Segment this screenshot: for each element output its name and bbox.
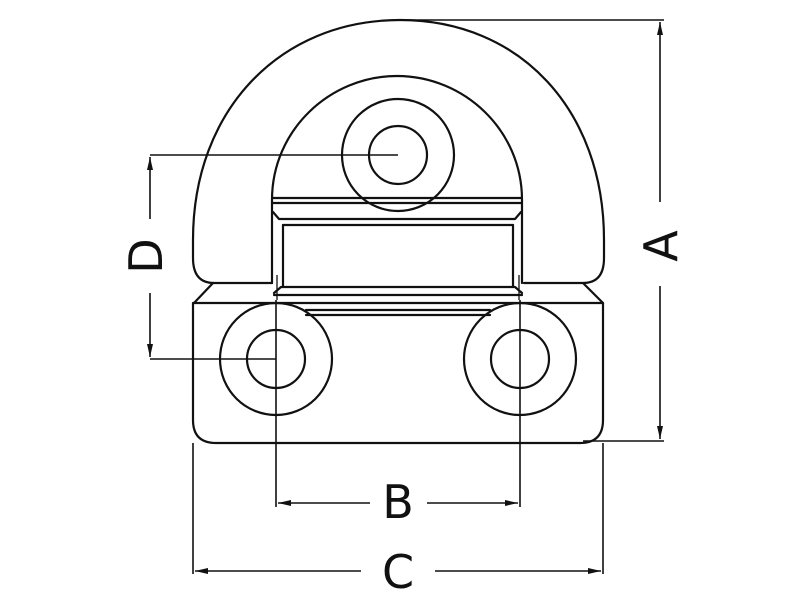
left-chamfer xyxy=(192,281,215,305)
hinge-bar-upper-bevel xyxy=(271,210,523,221)
dimension-b-arrow-left xyxy=(278,500,291,506)
dimension-c-label: C xyxy=(382,545,414,599)
dimension-c-arrow-left xyxy=(195,568,208,574)
dimension-c-arrow-right xyxy=(588,568,601,574)
outer-ring-loop xyxy=(191,18,606,285)
base-plate xyxy=(191,301,605,445)
dimension-d-label: D xyxy=(119,238,173,273)
right-chamfer xyxy=(581,281,605,305)
dimension-a-arrow-top xyxy=(657,22,663,35)
dimension-b-arrow-right xyxy=(505,500,518,506)
dimension-d-arrow-bottom xyxy=(147,344,153,357)
dimension-d-arrow-top xyxy=(147,157,153,170)
hinge-bar-lower-bevel xyxy=(272,285,524,295)
inner-ring-arch xyxy=(270,74,524,285)
dimension-a-label: A xyxy=(634,230,688,262)
dimension-a-arrow-bottom xyxy=(657,426,663,439)
dimension-b-label: B xyxy=(382,475,414,529)
